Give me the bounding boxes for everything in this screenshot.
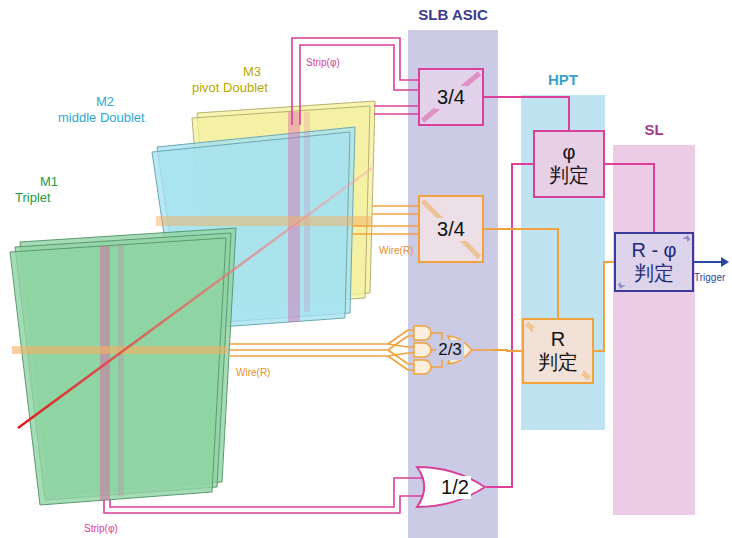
coincidence-box: 3/4 bbox=[418, 195, 484, 263]
strip-band bbox=[118, 244, 124, 496]
box-label: φ 判定 bbox=[544, 141, 594, 187]
or-gate-outline bbox=[417, 467, 485, 507]
box-label: R - φ 判定 bbox=[621, 239, 687, 285]
box-label: 1/2 bbox=[439, 476, 471, 499]
strip-band bbox=[304, 112, 310, 312]
wire-line bbox=[388, 350, 408, 364]
wire-line bbox=[388, 330, 408, 344]
part-label: middle Doublet bbox=[58, 110, 145, 125]
wire-line bbox=[372, 205, 418, 207]
part-label: Strip(φ) bbox=[306, 57, 340, 68]
part-label: Wire(R) bbox=[379, 245, 413, 256]
wire-line bbox=[388, 353, 408, 356]
label-anchor: M1 bbox=[40, 172, 58, 190]
wire-line bbox=[372, 213, 418, 215]
strip-wires bbox=[104, 38, 422, 513]
wire-line bbox=[230, 355, 388, 357]
wire-line bbox=[352, 225, 418, 227]
trigger-arrow bbox=[692, 261, 722, 263]
or-gate: 1/2 bbox=[416, 466, 486, 508]
wire-line bbox=[388, 356, 408, 370]
label-anchor: M2 bbox=[96, 92, 114, 110]
logic-gates: 2/3 bbox=[408, 322, 492, 378]
strip-wire bbox=[300, 45, 418, 125]
asic-band: SLB ASIC3/43/42/31/2 bbox=[408, 30, 498, 538]
box-label: 3/4 bbox=[435, 218, 467, 241]
and-gate bbox=[414, 343, 431, 357]
judgement-box: R 判定 bbox=[522, 318, 594, 384]
diagonal-stroke bbox=[422, 73, 479, 121]
gate-link bbox=[431, 333, 492, 367]
muon-track bbox=[18, 168, 372, 428]
label-anchor: Trigger bbox=[694, 267, 725, 285]
part-label: Wire(R) bbox=[236, 367, 270, 378]
box-label: R 判定 bbox=[533, 328, 583, 374]
part-label: M3 bbox=[243, 64, 261, 79]
gate-input bbox=[408, 330, 414, 336]
strip-band bbox=[100, 246, 110, 500]
strip-wire bbox=[110, 478, 422, 507]
wire-band bbox=[156, 216, 372, 226]
coincidence-box: 3/4 bbox=[418, 68, 484, 126]
wire-line bbox=[388, 344, 408, 347]
part-label: Strip(φ) bbox=[84, 523, 118, 534]
trigger-arrowhead bbox=[721, 257, 729, 267]
gate-input bbox=[408, 347, 414, 353]
strip-wire bbox=[374, 113, 418, 115]
part-label: M1 bbox=[40, 174, 58, 189]
strip-wire bbox=[292, 38, 418, 125]
diagonal-stroke bbox=[619, 237, 689, 286]
signal-connector bbox=[492, 350, 522, 351]
label-anchor: Strip(φ) bbox=[84, 518, 118, 536]
box-label: 2/3 bbox=[436, 340, 464, 360]
hpt-band: HPTφ 判定R 判定 bbox=[521, 95, 605, 430]
box-label: 3/4 bbox=[435, 86, 467, 109]
label-anchor: pivot Doublet bbox=[192, 78, 268, 96]
label-anchor: middle Doublet bbox=[58, 108, 145, 126]
label-anchor: M3 bbox=[243, 62, 261, 80]
part-label: M2 bbox=[96, 94, 114, 109]
judgement-box: R - φ 判定 bbox=[614, 232, 694, 292]
stage-title: SLB ASIC bbox=[408, 5, 498, 25]
diagonal-stroke bbox=[527, 324, 590, 379]
diagonal-stroke bbox=[422, 201, 479, 257]
wire-line bbox=[388, 336, 408, 350]
strip-wire bbox=[104, 496, 422, 513]
label-anchor: Wire(R) bbox=[236, 362, 270, 380]
label-anchor: Triplet bbox=[15, 188, 51, 206]
part-label: Trigger bbox=[694, 272, 725, 283]
part-label: pivot Doublet bbox=[192, 80, 268, 95]
m1-plate bbox=[10, 238, 226, 505]
label-anchor: Wire(R) bbox=[379, 240, 413, 258]
label-anchor: Strip(φ) bbox=[306, 52, 340, 70]
stage-title: HPT bbox=[521, 70, 605, 90]
and-gate bbox=[414, 360, 431, 374]
gate-input bbox=[408, 364, 414, 370]
strip-wire bbox=[374, 105, 418, 107]
and-gate bbox=[414, 326, 431, 340]
wire-line bbox=[230, 343, 388, 345]
stage-title: SL bbox=[613, 120, 695, 140]
wire-line bbox=[352, 233, 418, 235]
anode-wires bbox=[230, 206, 418, 370]
wire-line bbox=[230, 349, 388, 351]
judgement-box: φ 判定 bbox=[533, 130, 605, 198]
part-label: Triplet bbox=[15, 190, 51, 205]
